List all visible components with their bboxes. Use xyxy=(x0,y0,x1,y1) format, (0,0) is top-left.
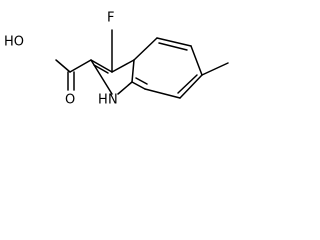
bond-benzene-5 xyxy=(144,88,181,99)
bond-benzene-4 xyxy=(179,74,203,99)
hydroxyl-label: HO xyxy=(4,35,24,50)
bond-c3a-c7a xyxy=(131,59,135,83)
bond-c3-c3a xyxy=(111,59,135,73)
bond-methyl xyxy=(201,62,229,76)
bond-n-c2 xyxy=(90,59,113,95)
bond-benzene-6 xyxy=(131,81,146,90)
bond-benzene-1 xyxy=(133,37,158,61)
amine-hydrogen-label: H xyxy=(98,93,108,108)
bond-carboxyl-to-ring xyxy=(69,59,92,73)
nitrogen-label: N xyxy=(108,93,118,108)
carbonyl-oxygen-label: O xyxy=(65,93,75,108)
bond-benzene-4-inner xyxy=(177,74,198,94)
bond-c2-c3-inner xyxy=(93,64,109,74)
bond-benzene-3 xyxy=(190,45,203,76)
molecule-canvas: F HO O H N xyxy=(0,0,246,129)
bond-c7a-n xyxy=(117,81,133,95)
bond-c2-c3 xyxy=(90,59,113,73)
bond-benzene-6-inner xyxy=(135,77,148,85)
bond-benzene-2 xyxy=(156,37,192,47)
fluorine-label: F xyxy=(107,11,114,26)
molecule-structure: F HO O H N xyxy=(4,11,229,108)
bond-benzene-2-inner xyxy=(158,42,188,51)
bond-hydroxyl-carbonyl-carbon xyxy=(55,59,71,73)
